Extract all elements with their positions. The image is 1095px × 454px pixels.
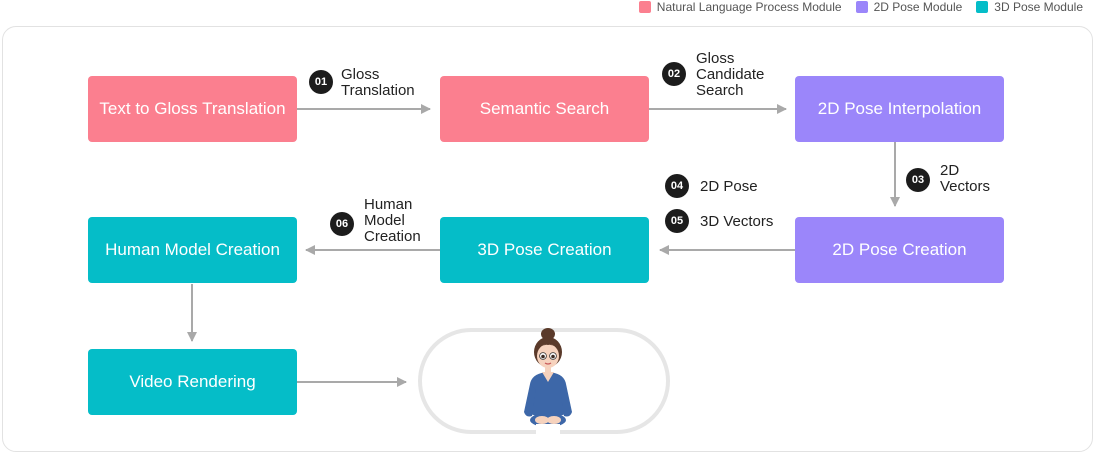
node-2d-pose-interpolation: 2D Pose Interpolation bbox=[795, 76, 1004, 142]
node-3d-pose-creation: 3D Pose Creation bbox=[440, 217, 649, 283]
legend-label-nlp: Natural Language Process Module bbox=[656, 0, 842, 14]
step-label-05: 3D Vectors bbox=[700, 213, 774, 230]
step-badge-03: 03 bbox=[906, 168, 930, 192]
step-badge-06: 06 bbox=[330, 212, 354, 236]
step-label-02: Gloss Candidate Search bbox=[696, 50, 765, 99]
legend-swatch-3d bbox=[976, 1, 989, 13]
legend-label-2d: 2D Pose Module bbox=[873, 0, 963, 14]
legend-label-3d: 3D Pose Module bbox=[994, 0, 1083, 14]
step-badge-02: 02 bbox=[662, 62, 686, 86]
legend-item-nlp: Natural Language Process Module bbox=[638, 0, 842, 14]
legend-item-2d: 2D Pose Module bbox=[855, 0, 963, 14]
step-badge-01: 01 bbox=[309, 70, 333, 94]
avatar-figure-icon bbox=[524, 328, 572, 434]
node-2d-pose-creation: 2D Pose Creation bbox=[795, 217, 1004, 283]
legend-swatch-2d bbox=[855, 1, 868, 13]
node-semantic-search: Semantic Search bbox=[440, 76, 649, 142]
step-label-01: Gloss Translation bbox=[341, 66, 415, 99]
legend-item-3d: 3D Pose Module bbox=[976, 0, 1083, 14]
step-label-03: 2D Vectors bbox=[940, 162, 991, 195]
step-label-04: 2D Pose bbox=[700, 178, 758, 195]
step-badge-05: 05 bbox=[665, 209, 689, 233]
node-human-model-creation: Human Model Creation bbox=[88, 217, 297, 283]
step-label-06: Human Model Creation bbox=[364, 196, 421, 245]
node-text-to-gloss: Text to Gloss Translation bbox=[88, 76, 297, 142]
step-badge-04: 04 bbox=[665, 174, 689, 198]
legend-swatch-nlp bbox=[638, 1, 651, 13]
node-video-rendering: Video Rendering bbox=[88, 349, 297, 415]
legend: Natural Language Process Module 2D Pose … bbox=[638, 0, 1083, 14]
